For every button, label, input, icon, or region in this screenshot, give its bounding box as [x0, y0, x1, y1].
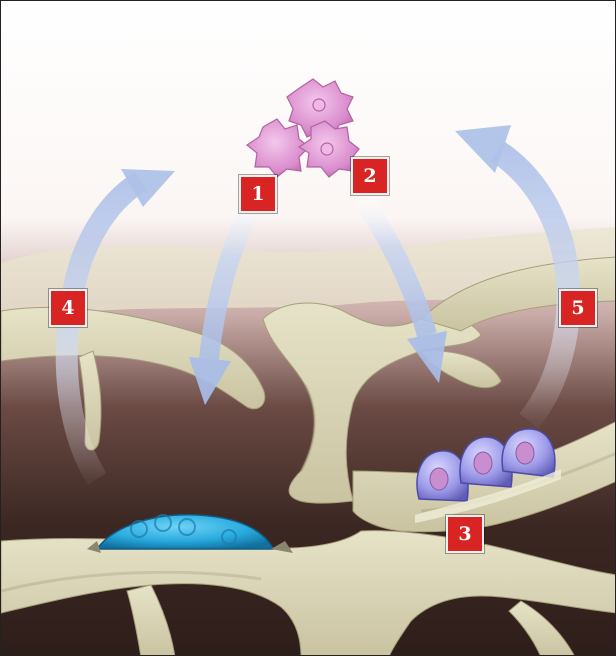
step-5-badge: 5 — [559, 289, 597, 327]
step-1-badge: 1 — [239, 175, 277, 213]
step-2-badge: 2 — [351, 157, 389, 195]
step-4-badge: 4 — [49, 289, 87, 327]
step-3-badge: 3 — [446, 515, 484, 553]
